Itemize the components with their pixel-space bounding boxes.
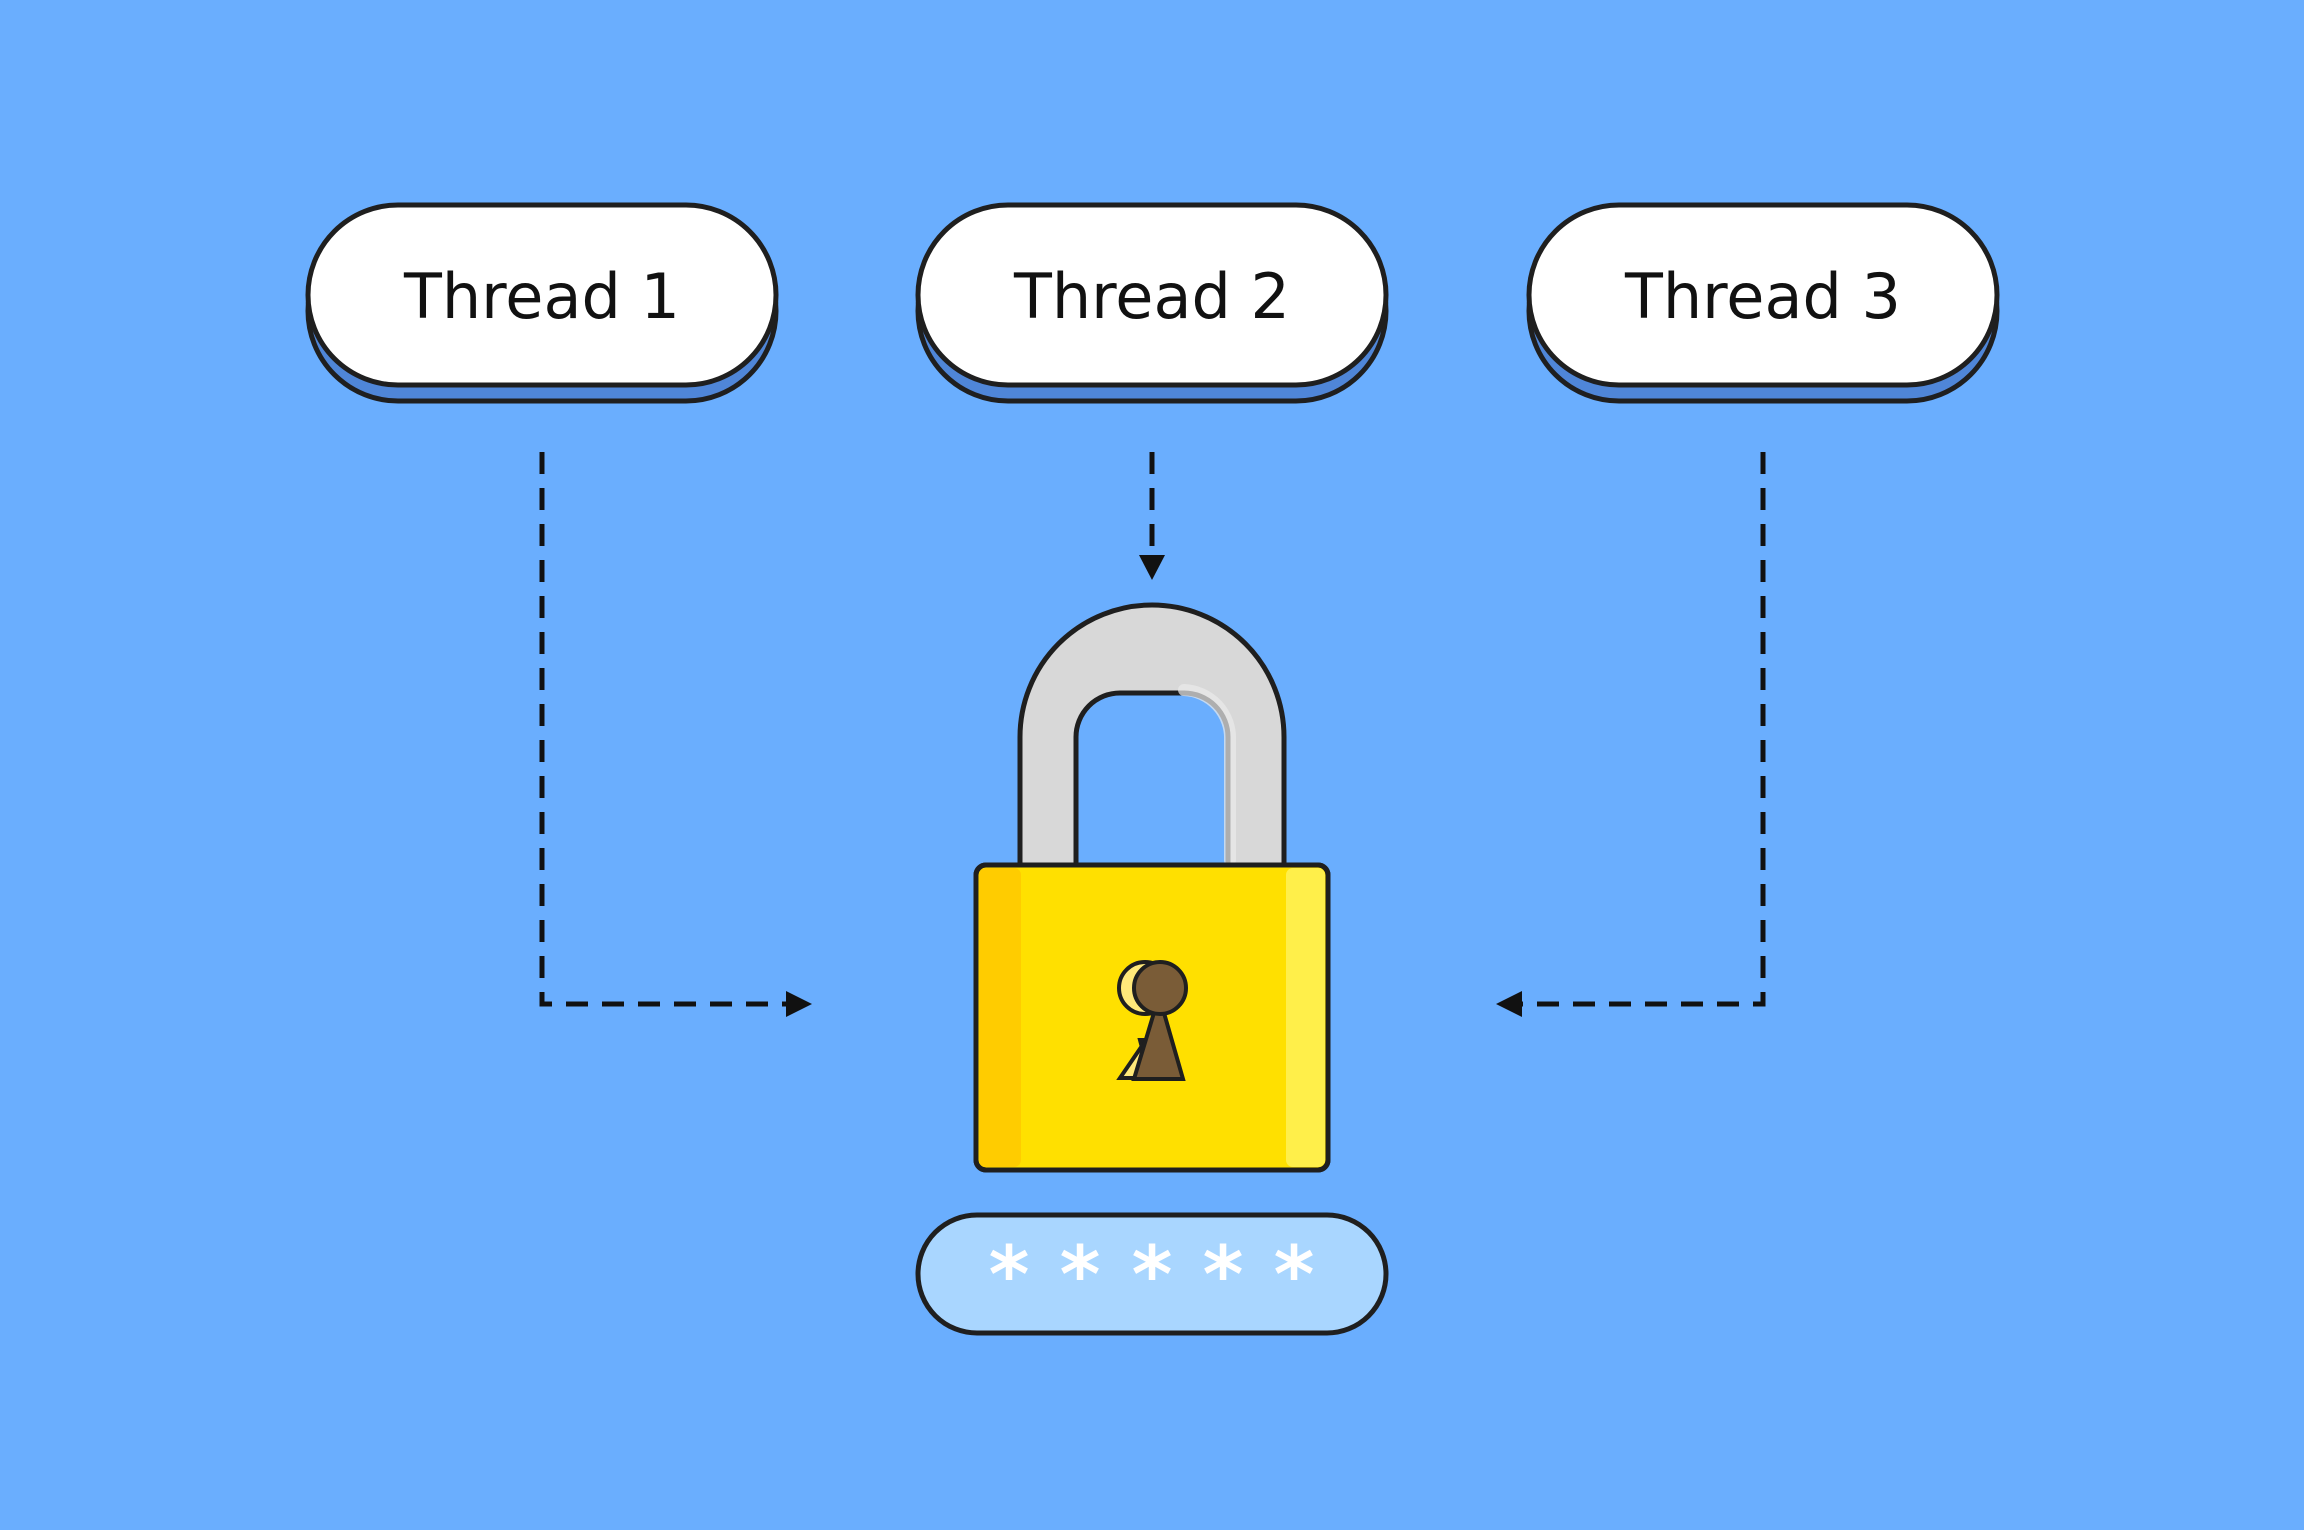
lock-body-right-highlight: [1286, 868, 1325, 1167]
password-mask-char: *: [1132, 1231, 1173, 1321]
arrowhead-down-icon: [1139, 555, 1165, 580]
thread-label: Thread 2: [1013, 260, 1290, 333]
thread-node-pill: [305, 202, 779, 388]
padlock-icon: [973, 602, 1331, 1173]
arrowhead-left-icon: [1496, 991, 1522, 1017]
thread-node: Thread 2: [915, 202, 1389, 404]
shackle: [1017, 602, 1287, 868]
password-field: * * * * *: [915, 1212, 1389, 1336]
lock-body-left-shade: [979, 868, 1021, 1167]
arrowhead-right-icon: [786, 991, 812, 1017]
thread-node-pill: [1526, 202, 2000, 388]
thread-label: Thread 3: [1624, 260, 1901, 333]
password-field-box: [915, 1212, 1389, 1336]
shackle-highlight: [1178, 684, 1237, 866]
thread-node: Thread 3: [1526, 202, 2000, 404]
keyhole-top: [1132, 960, 1188, 1016]
password-mask-char: *: [1274, 1231, 1315, 1321]
edge-thread-3: [1496, 452, 1766, 1017]
edge-thread-2: [1139, 452, 1165, 580]
password-mask-char: *: [1203, 1231, 1244, 1321]
keyhole-icon: [1116, 960, 1188, 1081]
lock-body-outline: [973, 862, 1331, 1173]
dashed-connector: [539, 452, 790, 1007]
thread-node-pill: [915, 202, 1389, 388]
thread-node: Thread 1: [305, 202, 779, 404]
thread-label: Thread 1: [403, 260, 680, 333]
password-mask-char: *: [1060, 1231, 1101, 1321]
password-mask-char: *: [989, 1231, 1030, 1321]
dashed-connector: [1518, 452, 1766, 1007]
edge-thread-1: [539, 452, 812, 1017]
